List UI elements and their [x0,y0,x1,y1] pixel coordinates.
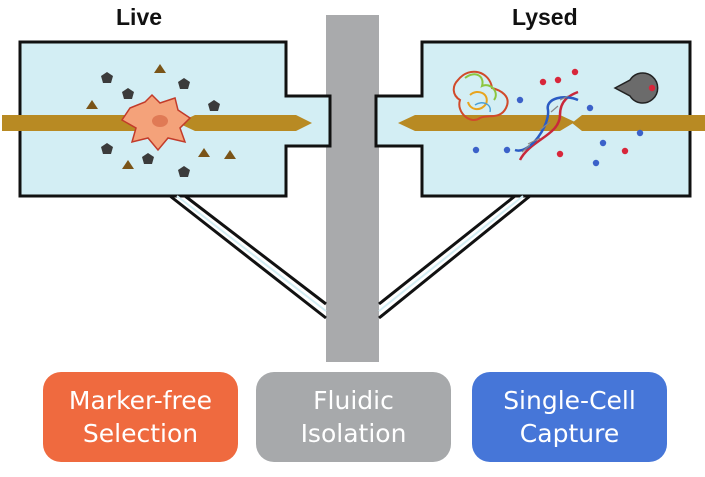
marker-free-selection-badge: Marker-free Selection [43,372,238,462]
blue-dots [472,96,644,167]
live-particles [101,72,220,177]
right-side-channel [378,194,531,320]
protein-structure [452,70,509,121]
dna-helix [514,90,579,161]
left-side-channel [169,194,327,320]
fluidic-isolation-badge: Fluidic Isolation [256,372,451,462]
badge-line1: Single-Cell [503,386,636,415]
badge-line2: Capture [519,419,620,448]
right-electrode [398,115,705,131]
badge-line2: Isolation [300,419,407,448]
single-cell-capture-badge: Single-Cell Capture [472,372,667,462]
red-dots [539,68,656,158]
central-channel [326,15,379,362]
left-electrode [2,115,312,131]
badge-line1: Marker-free [68,386,213,415]
lysed-label: Lysed [512,4,578,30]
live-cell [120,93,192,152]
badge-line2: Selection [82,419,199,448]
live-label: Live [116,4,163,30]
badge-line1: Fluidic [313,386,394,415]
pac-shape [613,72,659,104]
live-triangles [86,64,236,169]
